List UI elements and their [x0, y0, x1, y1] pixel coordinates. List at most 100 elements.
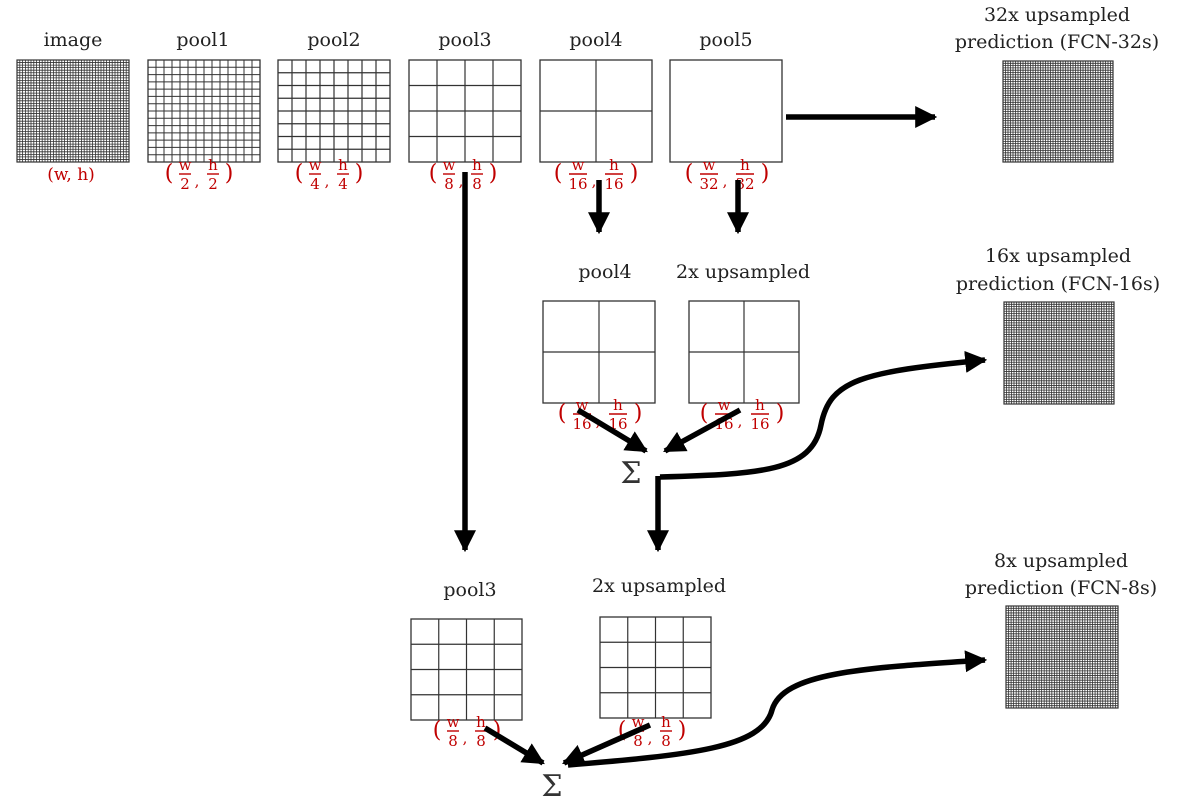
frac-numerator-w: w	[447, 713, 460, 731]
frac-paren-close: )	[678, 718, 687, 743]
frac-paren-close: )	[630, 161, 639, 186]
grid-2x-upsampled-bottom	[599, 616, 712, 719]
frac-numerator-h: h	[609, 156, 619, 174]
frac-denominator-h: 8	[476, 732, 486, 750]
frac-paren-open: (	[618, 718, 627, 743]
grid-border	[669, 59, 783, 163]
label-pool3-bottom: pool3	[443, 579, 496, 601]
frac-paren-close: )	[493, 718, 502, 743]
frac-numerator-w: w	[703, 156, 716, 174]
label-pool1: pool1	[176, 29, 229, 51]
label-pool4-top: pool4	[569, 29, 622, 51]
frac-numerator-h: h	[208, 156, 218, 174]
label-pool4-middle: pool4	[578, 261, 631, 283]
frac-paren-open: (	[165, 161, 174, 186]
frac-denominator-w: 32	[699, 175, 718, 193]
frac-denominator-w: 16	[572, 415, 591, 433]
grid-fcn32-prediction	[1002, 60, 1114, 163]
arrow-sum-to-fcn8	[567, 650, 988, 768]
sum-symbol-bottom: Σ	[541, 769, 562, 804]
label-2x-upsampled-bottom: 2x upsampled	[592, 575, 726, 597]
arrow-upsampled-to-sum-bottom	[561, 722, 652, 766]
label-pool5: pool5	[699, 29, 752, 51]
label-2x-upsampled-middle: 2x upsampled	[676, 261, 810, 283]
frac-denominator-h: 8	[472, 175, 482, 193]
fcn32-subtitle: prediction (FCN-32s)	[955, 31, 1159, 53]
arrow-upsampled-to-sum	[663, 407, 742, 454]
fcn16-subtitle: prediction (FCN-16s)	[956, 273, 1160, 295]
frac-numerator-h: h	[472, 156, 482, 174]
frac-paren-close: )	[776, 401, 785, 426]
frac-paren-close: )	[225, 161, 234, 186]
frac-denominator-h: 4	[338, 175, 348, 193]
frac-paren-open: (	[554, 161, 563, 186]
grid-pool5	[669, 59, 783, 163]
frac-paren-open: (	[429, 161, 438, 186]
frac-denominator-w: 4	[310, 175, 320, 193]
dim-pool1: ( w2, h2)	[165, 156, 234, 193]
dim-pool2: ( w4, h4)	[295, 156, 364, 193]
grid-pool4-top	[539, 59, 653, 163]
frac-denominator-h: 16	[750, 415, 769, 433]
frac-comma: ,	[195, 172, 200, 190]
grid-fcn16-prediction	[1003, 301, 1115, 405]
frac-comma: ,	[648, 729, 653, 747]
frac-numerator-h: h	[740, 156, 750, 174]
fcn16-title: 16x upsampled	[985, 245, 1131, 267]
dim-pool4-top: (w16,h16)	[554, 156, 639, 193]
frac-denominator-h: 2	[208, 175, 218, 193]
frac-numerator-w: w	[572, 156, 585, 174]
label-pool3-top: pool3	[438, 29, 491, 51]
frac-paren-open: (	[433, 718, 442, 743]
dim-pool3-top: ( w8, h8)	[429, 156, 498, 193]
frac-numerator-h: h	[338, 156, 348, 174]
fcn8-subtitle: prediction (FCN-8s)	[965, 577, 1157, 599]
frac-paren-close: )	[355, 161, 364, 186]
label-image: image	[44, 29, 103, 51]
dim-pool3-bottom: ( w8, h8)	[433, 713, 502, 750]
grid-pool3-top	[408, 59, 522, 163]
frac-paren-close: )	[634, 401, 643, 426]
frac-denominator-h: 8	[661, 732, 671, 750]
frac-denominator-w: 8	[448, 732, 458, 750]
label-pool2: pool2	[307, 29, 360, 51]
frac-numerator-h: h	[661, 713, 671, 731]
frac-paren-open: (	[558, 401, 567, 426]
frac-paren-close: )	[761, 161, 770, 186]
grid-pool1	[147, 59, 261, 163]
frac-denominator-w: 16	[568, 175, 587, 193]
frac-comma: ,	[463, 729, 468, 747]
frac-numerator-w: w	[179, 156, 192, 174]
frac-comma: ,	[325, 172, 330, 190]
frac-numerator-w: w	[309, 156, 322, 174]
frac-denominator-h: 16	[604, 175, 623, 193]
grid-2x-upsampled-middle	[688, 300, 800, 404]
arrow-pool3-to-sum-bottom	[483, 725, 545, 766]
frac-paren-open: (	[295, 161, 304, 186]
frac-comma: ,	[723, 172, 728, 190]
dim-image: (w, h)	[47, 165, 95, 185]
frac-denominator-w: 8	[633, 732, 643, 750]
grid-image	[16, 59, 130, 163]
dim-2x-upsampled-middle: (w16,h16)	[700, 396, 785, 433]
grid-fcn8-prediction	[1005, 605, 1119, 709]
frac-paren-open: (	[700, 401, 709, 426]
frac-paren-close: )	[489, 161, 498, 186]
fcn8-title: 8x upsampled	[994, 550, 1128, 572]
frac-numerator-w: w	[718, 396, 731, 414]
frac-paren-open: (	[685, 161, 694, 186]
frac-denominator-w: 2	[180, 175, 190, 193]
frac-numerator-h: h	[476, 713, 486, 731]
frac-numerator-w: w	[443, 156, 456, 174]
frac-numerator-h: h	[755, 396, 765, 414]
grid-pool2	[277, 59, 391, 163]
frac-comma: ,	[459, 172, 464, 190]
fcn32-title: 32x upsampled	[984, 4, 1130, 26]
grid-pool4-middle	[542, 300, 656, 404]
frac-comma: ,	[592, 172, 597, 190]
frac-numerator-h: h	[613, 396, 623, 414]
frac-comma: ,	[738, 412, 743, 430]
grid-pool3-bottom	[410, 618, 523, 721]
arrow-pool4-to-sum	[576, 407, 648, 454]
frac-denominator-w: 8	[444, 175, 454, 193]
